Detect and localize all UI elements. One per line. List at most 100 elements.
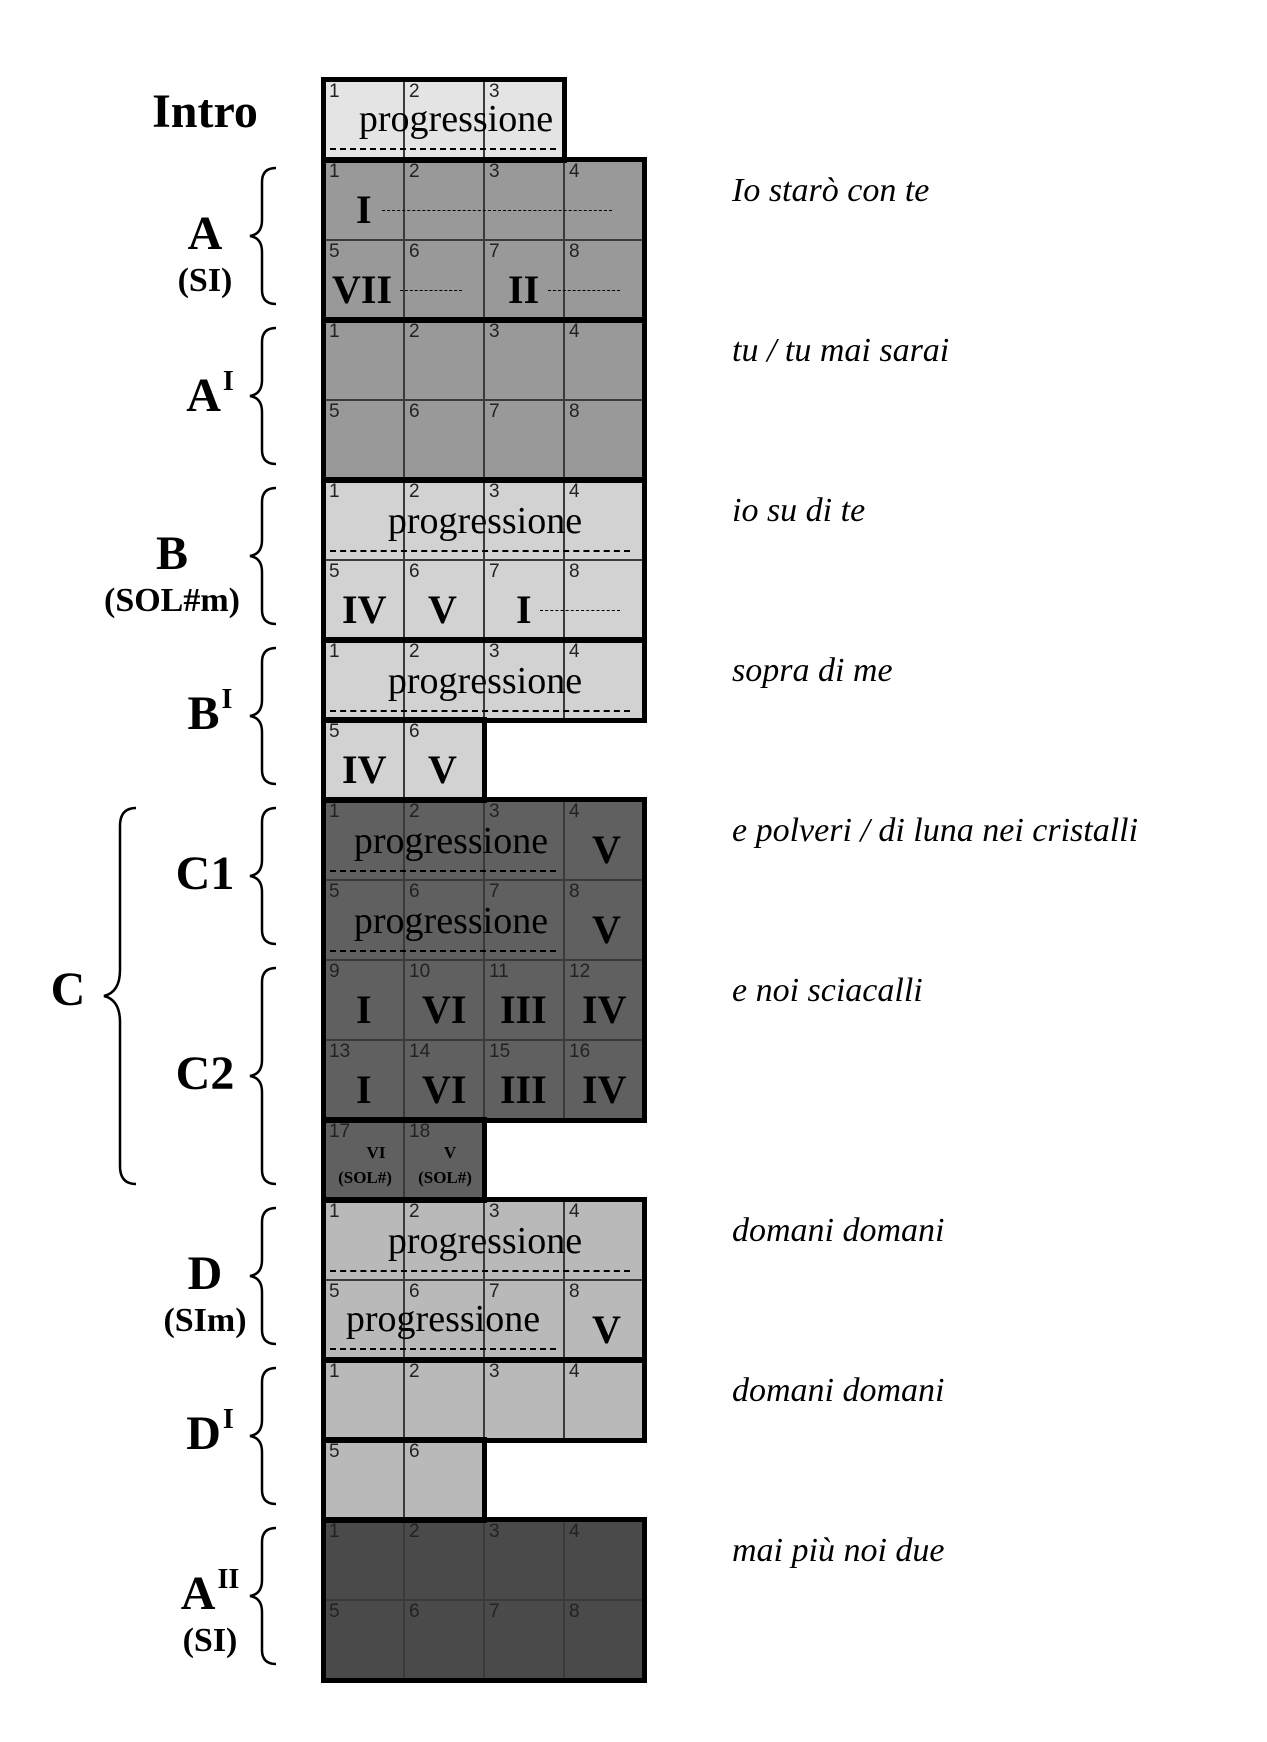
bar-number: 1 [329,1201,340,1222]
bar-cell: 6 [404,1600,484,1680]
dash-a-8 [548,290,620,291]
chord-a-7: II [508,267,540,312]
progressione-b1: progressione [387,660,583,702]
bar-number: 14 [409,1041,431,1062]
bar-cell: 2 [404,160,484,240]
brace-c2 [249,966,277,1186]
bar-cell: 10 [404,960,484,1040]
bar-number: 3 [489,1201,500,1222]
label-c2: C2 [175,1047,235,1100]
bar-number: 4 [569,481,580,502]
progressione-intro: progressione [358,98,554,140]
bar-cell: 4 [564,160,644,240]
label-a: A (SI) [177,207,233,299]
bar-cell: 7 [484,400,564,480]
bar-cell: 4 [564,320,644,400]
bar-cell: 2 [404,640,484,720]
bar-number: 1 [329,161,340,182]
bar-number: 7 [489,561,500,582]
bar-cell: 6 [404,1440,484,1520]
bar-number: 5 [329,1601,340,1622]
chord-b-6: V [428,587,457,632]
chord-c2-14: VI [422,1067,467,1112]
chord-b1-5: IV [342,747,387,792]
bar-cell: 4 [564,1520,644,1600]
bar-number: 2 [409,161,420,182]
brace-d [249,1206,277,1346]
bar-number: 13 [329,1041,351,1062]
bar-number: 5 [329,1281,340,1302]
bar-number: 6 [409,1281,420,1302]
progressione-c1-1: progressione [353,820,549,862]
bar-cell: 6 [404,880,484,960]
bar-number: 6 [409,721,420,742]
progressione-c1-2: progressione [353,900,549,942]
chord-c2-10: VI [422,987,467,1032]
bar-number: 10 [409,961,431,982]
bar-cell: 5 [324,880,404,960]
bar-cell: 1 [324,1360,404,1440]
lyric-b: io su di te [732,492,866,529]
bar-cell: 4 [564,800,644,880]
bar-cell: 2 [404,320,484,400]
bar-number: 4 [569,1361,580,1382]
bar-number: 9 [329,961,340,982]
chord-c1-8: V [592,907,621,952]
chord-a-5: VII [332,267,393,312]
bar-cell: 5 [324,240,404,320]
bar-number: 1 [329,1521,340,1542]
chord-b1-6: V [428,747,457,792]
chord-a-1: I [356,187,372,232]
bar-cell: 4 [564,480,644,560]
arrow-intro [330,148,556,150]
bar-number: 6 [409,1601,420,1622]
lyric-a1: tu / tu mai sarai [732,332,950,369]
bar-number: 4 [569,1201,580,1222]
label-a1: AI [186,366,234,422]
bar-number: 2 [409,1361,420,1382]
bar-number: 4 [569,641,580,662]
bar-number: 1 [329,321,340,342]
bar-cell: 8 [564,560,644,640]
bar-cell: 7 [484,1600,564,1680]
bar-number: 1 [329,81,340,102]
chord-c2-12: IV [582,987,627,1032]
bar-cell: 6 [404,240,484,320]
bar-number: 8 [569,241,580,262]
bar-number: 8 [569,561,580,582]
bar-cell: 1 [324,160,404,240]
bar-number: 5 [329,561,340,582]
lyric-c2: e noi sciacalli [732,972,923,1009]
arrow-b1 [330,710,630,712]
bar-cell: 4 [564,1360,644,1440]
chord-c2-17: VI (SOL#) [326,1143,404,1187]
bar-number: 2 [409,321,420,342]
brace-d1 [249,1366,277,1506]
bar-cell: 6 [404,720,484,800]
progressione-b: progressione [387,500,583,542]
label-b: B (SOL#m) [104,527,240,619]
chord-c2-18-degree: V [443,1143,457,1162]
bar-number: 3 [489,321,500,342]
bar-number: 5 [329,241,340,262]
arrow-d-1 [330,1270,630,1272]
brace-c1 [249,806,277,946]
arrow-d-2 [330,1348,556,1350]
bar-number: 6 [409,401,420,422]
bar-cell: 2 [404,1360,484,1440]
label-d1: DI [186,1404,234,1460]
bar-number: 2 [409,481,420,502]
arrow-c1-1 [330,870,556,872]
bar-number: 2 [409,641,420,662]
chord-c2-15: III [500,1067,547,1112]
bar-number: 15 [489,1041,511,1062]
bar-number: 6 [409,241,420,262]
dash-b-8 [540,610,620,611]
bar-number: 3 [489,641,500,662]
bar-cell: 2 [404,1200,484,1280]
bar-cell: 3 [484,160,564,240]
bar-number: 8 [569,1601,580,1622]
chord-c2-17-key: (SOL#) [338,1167,392,1187]
bar-cell: 7 [484,240,564,320]
